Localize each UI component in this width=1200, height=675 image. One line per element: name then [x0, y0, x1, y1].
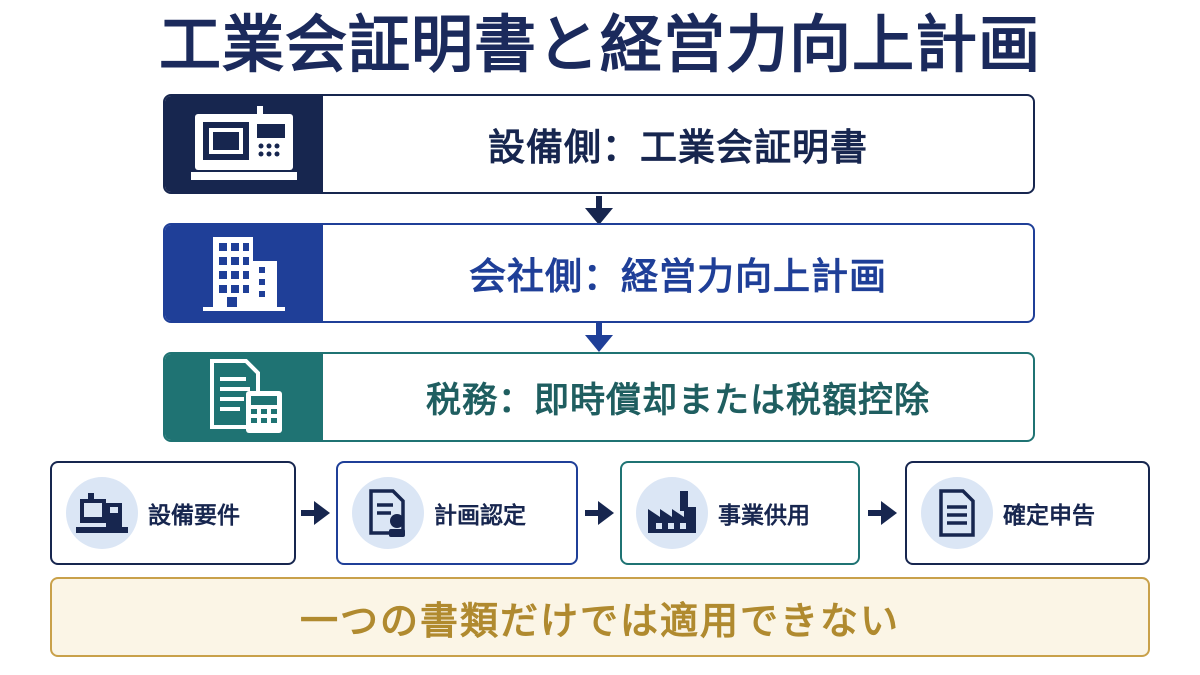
equipment-side-row: 設備側：工業会証明書	[163, 94, 1035, 194]
machine-icon	[66, 477, 138, 549]
step-business-use: 事業供用	[620, 461, 860, 565]
document-calculator-icon	[165, 354, 323, 440]
document-icon	[921, 477, 993, 549]
step-label: 確定申告	[1003, 503, 1095, 529]
machine-tool-icon	[165, 96, 323, 192]
step-equipment-requirements: 設備要件	[50, 461, 296, 565]
step-label: 設備要件	[148, 503, 240, 529]
right-arrow-icon	[868, 501, 897, 525]
step-label: 事業供用	[718, 503, 810, 529]
step-plan-certification: 計画認定	[336, 461, 578, 565]
down-arrow-icon	[585, 196, 613, 225]
warning-banner: 一つの書類だけでは適用できない	[50, 577, 1150, 657]
company-side-label: 会社側：経営力向上計画	[469, 255, 887, 298]
step-tax-return: 確定申告	[905, 461, 1150, 565]
certified-document-icon	[352, 477, 424, 549]
office-building-icon	[165, 225, 323, 321]
tax-label: 税務：即時償却または税額控除	[425, 380, 930, 421]
tax-row: 税務：即時償却または税額控除	[163, 352, 1035, 442]
down-arrow-icon	[585, 323, 613, 352]
page-title: 工業会証明書と経営力向上計画	[158, 8, 1041, 81]
step-label: 計画認定	[434, 503, 526, 529]
equipment-side-label: 設備側：工業会証明書	[488, 126, 868, 169]
factory-icon	[636, 477, 708, 549]
right-arrow-icon	[301, 501, 330, 525]
right-arrow-icon	[585, 501, 614, 525]
company-side-row: 会社側：経営力向上計画	[163, 223, 1035, 323]
